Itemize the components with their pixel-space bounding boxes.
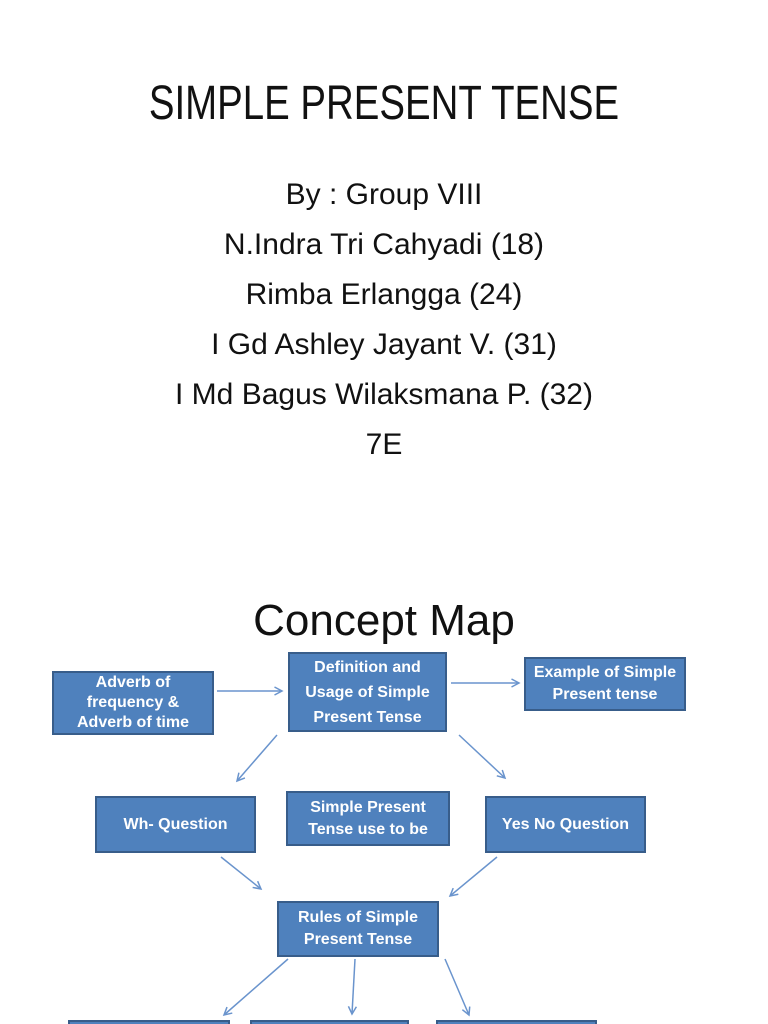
concept-map-node-adverb: Adverb of frequency & Adverb of time (52, 671, 214, 735)
concept-map-node-example: Example of Simple Present tense (524, 657, 686, 711)
concept-map-edge-rules-to-bottom_right (444, 958, 471, 1017)
byline-line: 7E (365, 428, 403, 461)
concept-map-node-wh-question: Wh- Question (95, 796, 256, 853)
byline-line: Rimba Erlangga (24) (245, 278, 523, 311)
concept-map-edge-definition-to-yes_no_question (458, 734, 507, 780)
byline-line: By : Group VIII (285, 178, 483, 211)
concept-map-edge-rules-to-bottom_middle (347, 958, 358, 1016)
concept-map-edge-definition-to-wh_question (235, 734, 278, 783)
byline-line: N.Indra Tri Cahyadi (18) (223, 228, 545, 261)
concept-map-edge-rules-to-bottom_left (222, 958, 289, 1017)
concept-map-node-use-to-be: Simple Present Tense use to be (286, 791, 450, 846)
page-title: SIMPLE PRESENT TENSE (148, 77, 620, 130)
concept-map-edge-wh_question-to-rules (220, 856, 263, 890)
concept-map-node-bottom-left (68, 1020, 230, 1024)
concept-map-node-definition: Definition and Usage of Simple Present T… (288, 652, 447, 732)
concept-map-edge-yes_no_question-to-rules (448, 856, 498, 898)
concept-map-node-bottom-middle (250, 1020, 409, 1024)
concept-map-node-yes-no-question: Yes No Question (485, 796, 646, 853)
concept-map-heading: Concept Map (253, 596, 515, 645)
byline-line: I Md Bagus Wilaksmana P. (32) (175, 378, 593, 411)
concept-map-node-bottom-right (436, 1020, 597, 1024)
concept-map-node-rules: Rules of Simple Present Tense (277, 901, 439, 957)
byline-line: I Gd Ashley Jayant V. (31) (211, 328, 557, 361)
byline-block: By : Group VIII N.Indra Tri Cahyadi (18)… (0, 170, 768, 470)
